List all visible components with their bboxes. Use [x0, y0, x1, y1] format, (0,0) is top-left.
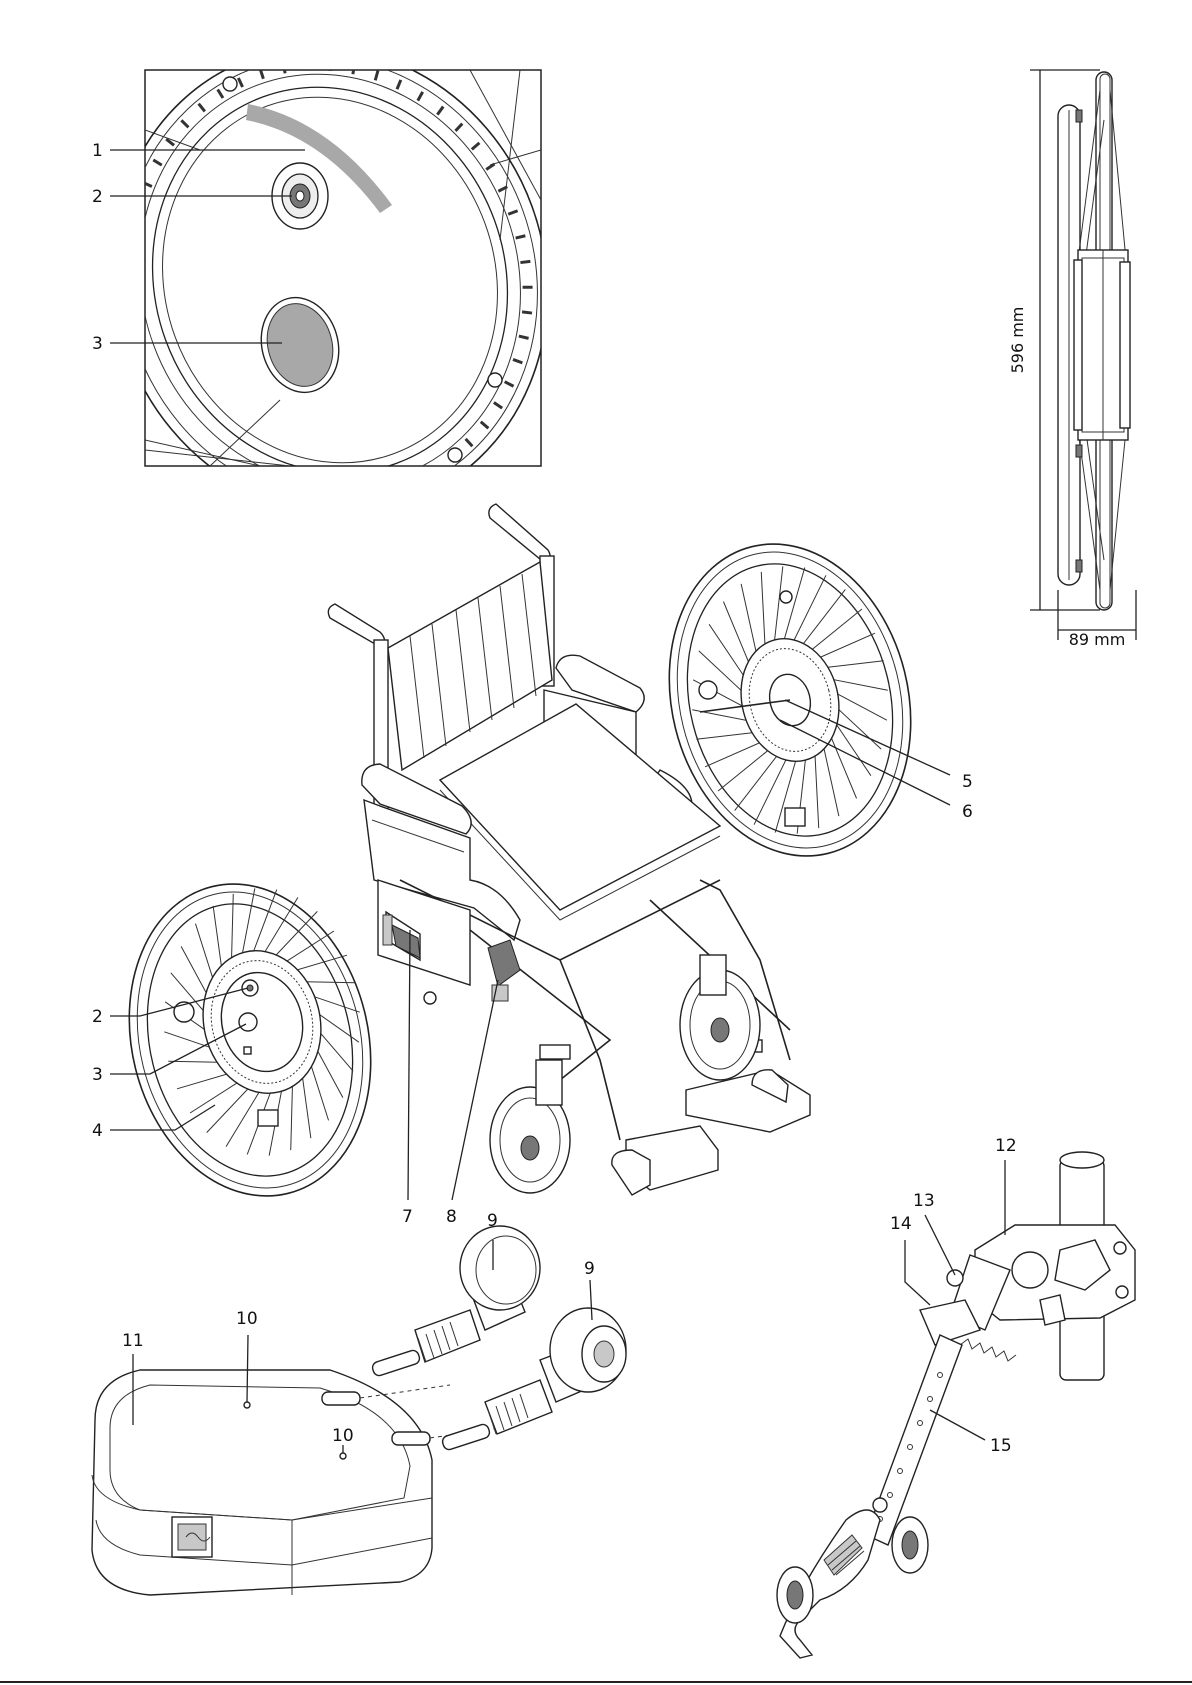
- dimension-width: 89 mm: [1069, 630, 1126, 649]
- callout-8: 8: [446, 1207, 457, 1227]
- callout-11: 11: [122, 1331, 144, 1351]
- dimension-height: 596 mm: [1008, 307, 1027, 374]
- callout-3-wheel: 3: [92, 1065, 103, 1085]
- callout-1: 1: [92, 141, 103, 161]
- callout-5: 5: [962, 772, 973, 792]
- callout-6: 6: [962, 802, 973, 822]
- callout-9-a: 9: [487, 1211, 498, 1231]
- callout-4: 4: [92, 1121, 103, 1141]
- callout-7: 7: [402, 1207, 413, 1227]
- callout-2-wheel: 2: [92, 1007, 103, 1027]
- near-rear-wheel: [97, 858, 402, 1222]
- callout-14: 14: [890, 1214, 912, 1234]
- wheel-side-profile: 596 mm 89 mm: [1008, 70, 1136, 649]
- hub-detail-inset: [48, 0, 613, 574]
- callout-12: 12: [995, 1136, 1017, 1156]
- callout-9-b: 9: [584, 1259, 595, 1279]
- battery-charger: [92, 1226, 626, 1595]
- anti-tip-assembly: [777, 1152, 1135, 1658]
- callout-10-b: 10: [332, 1426, 354, 1446]
- wheelchair: [97, 504, 942, 1222]
- callout-15: 15: [990, 1436, 1012, 1456]
- callout-13: 13: [913, 1191, 935, 1211]
- callout-3-inset: 3: [92, 334, 103, 354]
- front-casters: [490, 955, 810, 1195]
- callout-2-inset: 2: [92, 187, 103, 207]
- callout-10-a: 10: [236, 1309, 258, 1329]
